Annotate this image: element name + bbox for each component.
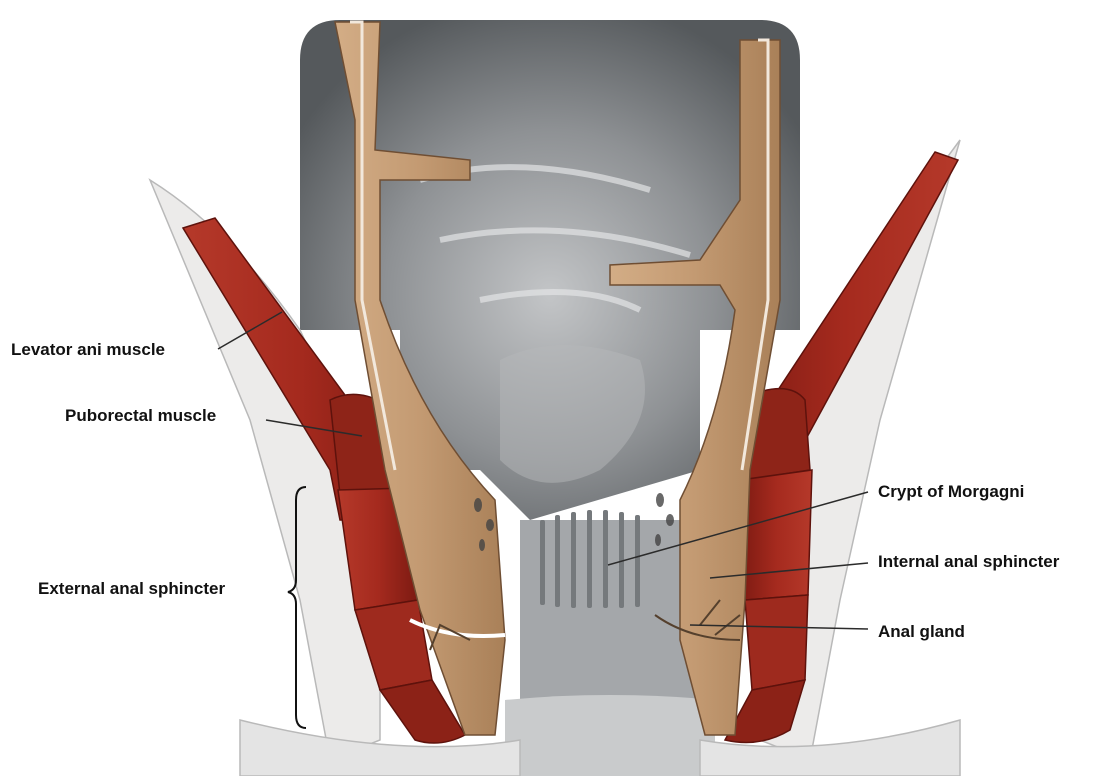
label-external-anal-sphincter: External anal sphincter <box>38 579 225 599</box>
label-anal-gland: Anal gland <box>878 622 965 642</box>
label-levator-ani-muscle: Levator ani muscle <box>11 340 165 360</box>
label-internal-anal-sphincter: Internal anal sphincter <box>878 552 1059 572</box>
label-puborectal-muscle: Puborectal muscle <box>65 406 216 426</box>
label-crypt-of-morgagni: Crypt of Morgagni <box>878 482 1024 502</box>
